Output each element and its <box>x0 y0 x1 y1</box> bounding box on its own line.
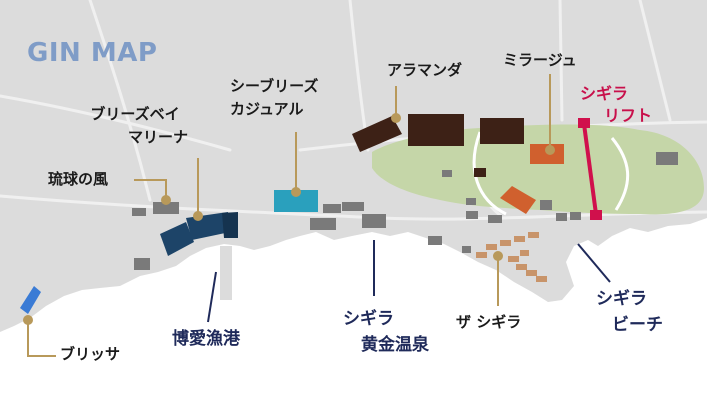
allamanda-building-2 <box>408 114 464 146</box>
allamanda-building-3 <box>480 118 524 144</box>
allamanda-villa <box>474 168 486 177</box>
label-lift-line2: リフト <box>604 106 653 126</box>
minor-buildings <box>132 152 678 270</box>
label-seabreeze-line1: シーブリーズ <box>230 77 319 95</box>
label-breezebay-line1: ブリーズベイ <box>90 105 180 123</box>
label-shigira-beach[interactable]: シギラ ビーチ <box>596 289 663 335</box>
label-hakuai-port[interactable]: 博愛漁港 <box>172 329 240 349</box>
port-jetty <box>220 246 232 300</box>
leader-lines <box>27 74 611 357</box>
label-breezebay-line2: マリーナ <box>127 128 188 147</box>
label-the-shigira[interactable]: ザ シギラ <box>456 313 522 331</box>
shigira-lift <box>578 118 602 220</box>
golf-course-path <box>472 131 630 216</box>
golf-course <box>372 124 704 215</box>
label-ryukyu-no-kaze[interactable]: 琉球の風 <box>48 170 109 188</box>
mirage-building-2 <box>500 186 536 214</box>
leader-dots <box>23 113 555 325</box>
label-allamanda[interactable]: アラマンダ <box>387 61 463 79</box>
label-beach-line1: シギラ <box>596 289 647 309</box>
label-seabreeze-line2: カジュアル <box>230 100 304 119</box>
seabreeze-building <box>274 190 318 212</box>
brissa-building <box>20 286 41 314</box>
label-onsen-line1: シギラ <box>343 309 394 329</box>
map-title: GIN MAP <box>27 38 158 68</box>
the-shigira-villas <box>476 232 547 282</box>
label-beach-line2: ビーチ <box>612 314 663 335</box>
allamanda-building <box>352 116 402 152</box>
label-shigira-lift[interactable]: シギラ リフト <box>580 84 653 126</box>
label-onsen-line2: 黄金温泉 <box>361 334 429 355</box>
label-brissa[interactable]: ブリッサ <box>60 345 121 363</box>
label-lift-line1: シギラ <box>580 84 629 103</box>
label-mirage[interactable]: ミラージュ <box>503 51 577 69</box>
label-breezebay-marina[interactable]: ブリーズベイ マリーナ <box>80 105 190 147</box>
label-seabreeze-casual[interactable]: シーブリーズ カジュアル <box>230 77 319 119</box>
label-shigira-onsen[interactable]: シギラ 黄金温泉 <box>335 309 455 355</box>
